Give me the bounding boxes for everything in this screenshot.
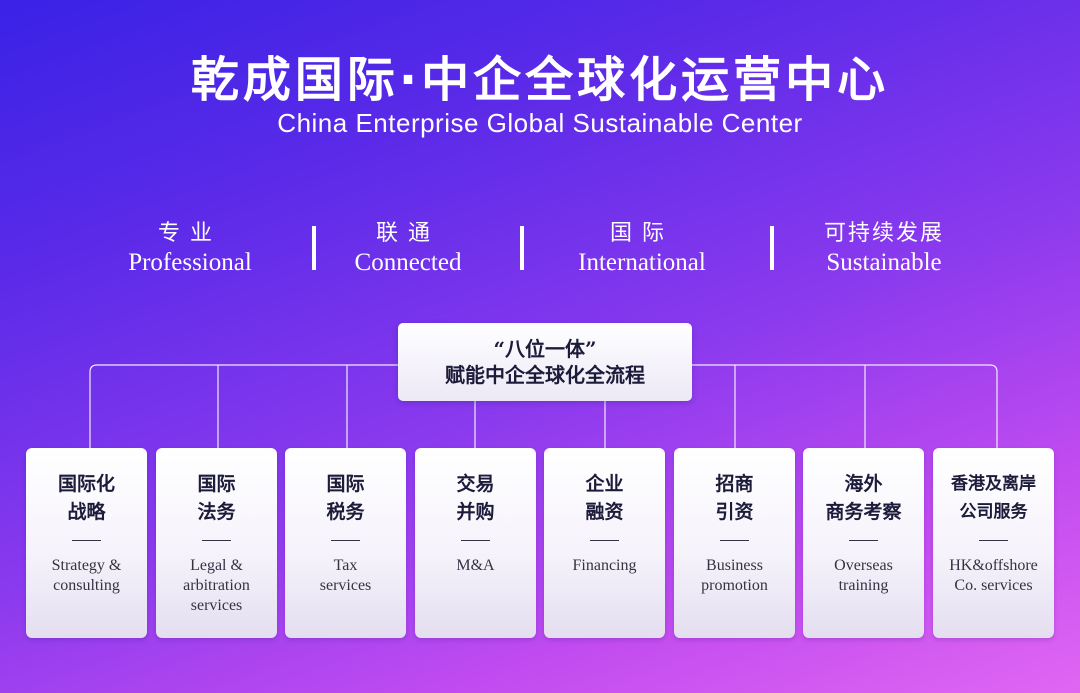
service-divider <box>979 540 1008 541</box>
service-title: 海外 商务考察 <box>825 473 902 523</box>
connector-line <box>692 364 998 448</box>
value-divider <box>520 226 524 270</box>
service-card-promotion: 招商 引资 Business promotion <box>674 448 795 638</box>
value-international: 国际 International <box>532 220 752 278</box>
value-professional: 专业 Professional <box>80 220 300 278</box>
value-label-en: Connected <box>354 249 462 276</box>
service-title: 国际 税务 <box>326 473 365 523</box>
service-description: Strategy & consulting <box>51 557 122 594</box>
value-label-en: International <box>578 249 706 276</box>
value-label-en: Professional <box>128 249 252 276</box>
service-card-ma: 交易 并购 M&A <box>415 448 536 638</box>
service-title: 国际化 战略 <box>57 473 115 523</box>
service-card-financing: 企业 融资 Financing <box>544 448 665 638</box>
service-description: Overseas training <box>834 557 893 594</box>
service-description: Tax services <box>319 557 372 594</box>
service-title: 香港及离岸 公司服务 <box>951 474 1036 522</box>
service-card-overseas: 海外 商务考察 Overseas training <box>803 448 924 638</box>
service-divider <box>331 540 360 541</box>
central-node-subtitle: 赋能中企全球化全流程 <box>445 363 645 387</box>
page-title: 乾成国际·中企全球化运营中心 <box>190 52 890 108</box>
service-divider <box>590 540 619 541</box>
service-description: Legal & arbitration services <box>183 557 250 614</box>
value-label-en: Sustainable <box>826 249 942 276</box>
service-title: 交易 并购 <box>456 473 495 523</box>
service-card-legal: 国际 法务 Legal & arbitration services <box>156 448 277 638</box>
value-sustainable: 可持续发展 Sustainable <box>774 220 994 278</box>
value-label-zh: 可持续发展 <box>823 221 944 246</box>
value-label-zh: 专业 <box>157 221 222 246</box>
core-values: 专业 Professional 联通 Connected 国际 Internat… <box>80 220 1000 280</box>
service-description: M&A <box>456 557 495 574</box>
connector-line <box>89 364 398 448</box>
service-title: 国际 法务 <box>197 473 236 523</box>
page-subtitle: China Enterprise Global Sustainable Cent… <box>277 108 803 138</box>
value-divider <box>312 226 316 270</box>
value-label-zh: 联通 <box>375 221 440 246</box>
service-card-strategy: 国际化 战略 Strategy & consulting <box>26 448 147 638</box>
service-description: Financing <box>572 557 637 574</box>
service-description: HK&offshore Co. services <box>949 557 1038 594</box>
service-divider <box>849 540 878 541</box>
central-node: “八位一体” 赋能中企全球化全流程 <box>398 323 692 401</box>
service-title: 招商 引资 <box>715 473 754 523</box>
central-node-title: “八位一体” <box>493 337 597 361</box>
service-divider <box>461 540 490 541</box>
service-card-tax: 国际 税务 Tax services <box>285 448 406 638</box>
service-divider <box>72 540 101 541</box>
service-divider <box>202 540 231 541</box>
value-label-zh: 国际 <box>609 221 674 246</box>
value-divider <box>770 226 774 270</box>
service-description: Business promotion <box>701 557 768 594</box>
service-card-hk-offshore: 香港及离岸 公司服务 HK&offshore Co. services <box>933 448 1054 638</box>
service-divider <box>720 540 749 541</box>
service-title: 企业 融资 <box>585 473 624 523</box>
value-connected: 联通 Connected <box>298 220 518 278</box>
